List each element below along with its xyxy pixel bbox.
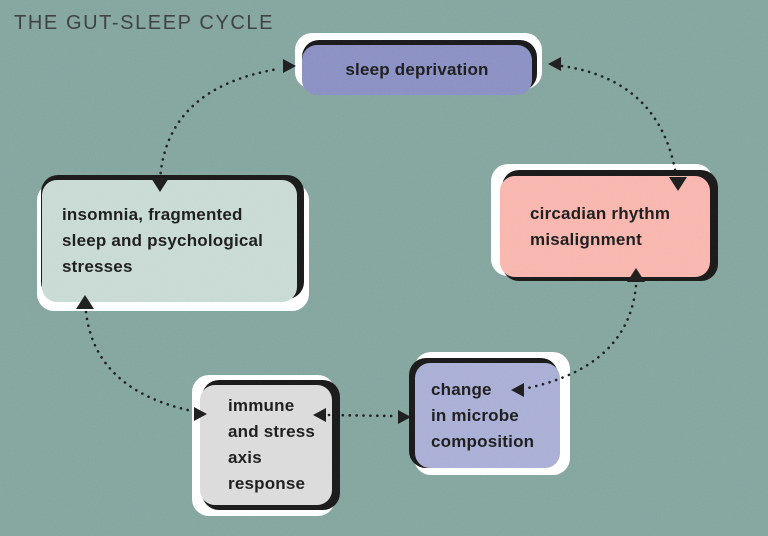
node-label-line: change [431,379,492,399]
node-label-line: stresses [62,257,133,276]
edge-immune-insomnia [76,295,207,421]
node-label-line: insomnia, fragmented [62,205,243,224]
page-title: THE GUT-SLEEP CYCLE [14,12,275,34]
node-label-line: and stress [228,422,316,441]
node-label-line: circadian rhythm [530,203,671,223]
node-label-line: response [228,474,306,493]
node-label-line: sleep and psychological [62,231,264,250]
node-label-line: axis [228,448,262,467]
arrowhead-left-icon [548,57,561,71]
node-label-line: composition [431,431,535,451]
node-immune-and-stress-axis-response: immune and stress axis response [192,375,340,516]
node-label-line: immune [228,396,295,415]
node-change-in-microbe-composition: change in microbe composition [409,352,570,475]
node-label-line: in microbe [431,405,519,425]
edge-insomnia-sleep [151,59,296,192]
node-label-line: misalignment [530,229,642,249]
node-label: sleep deprivation [345,60,489,79]
node-sleep-deprivation: sleep deprivation [295,33,542,95]
node-insomnia-fragmented-sleep: insomnia, fragmented sleep and psycholog… [37,175,309,311]
node-circadian-rhythm-misalignment: circadian rhythm misalignment [491,164,718,281]
